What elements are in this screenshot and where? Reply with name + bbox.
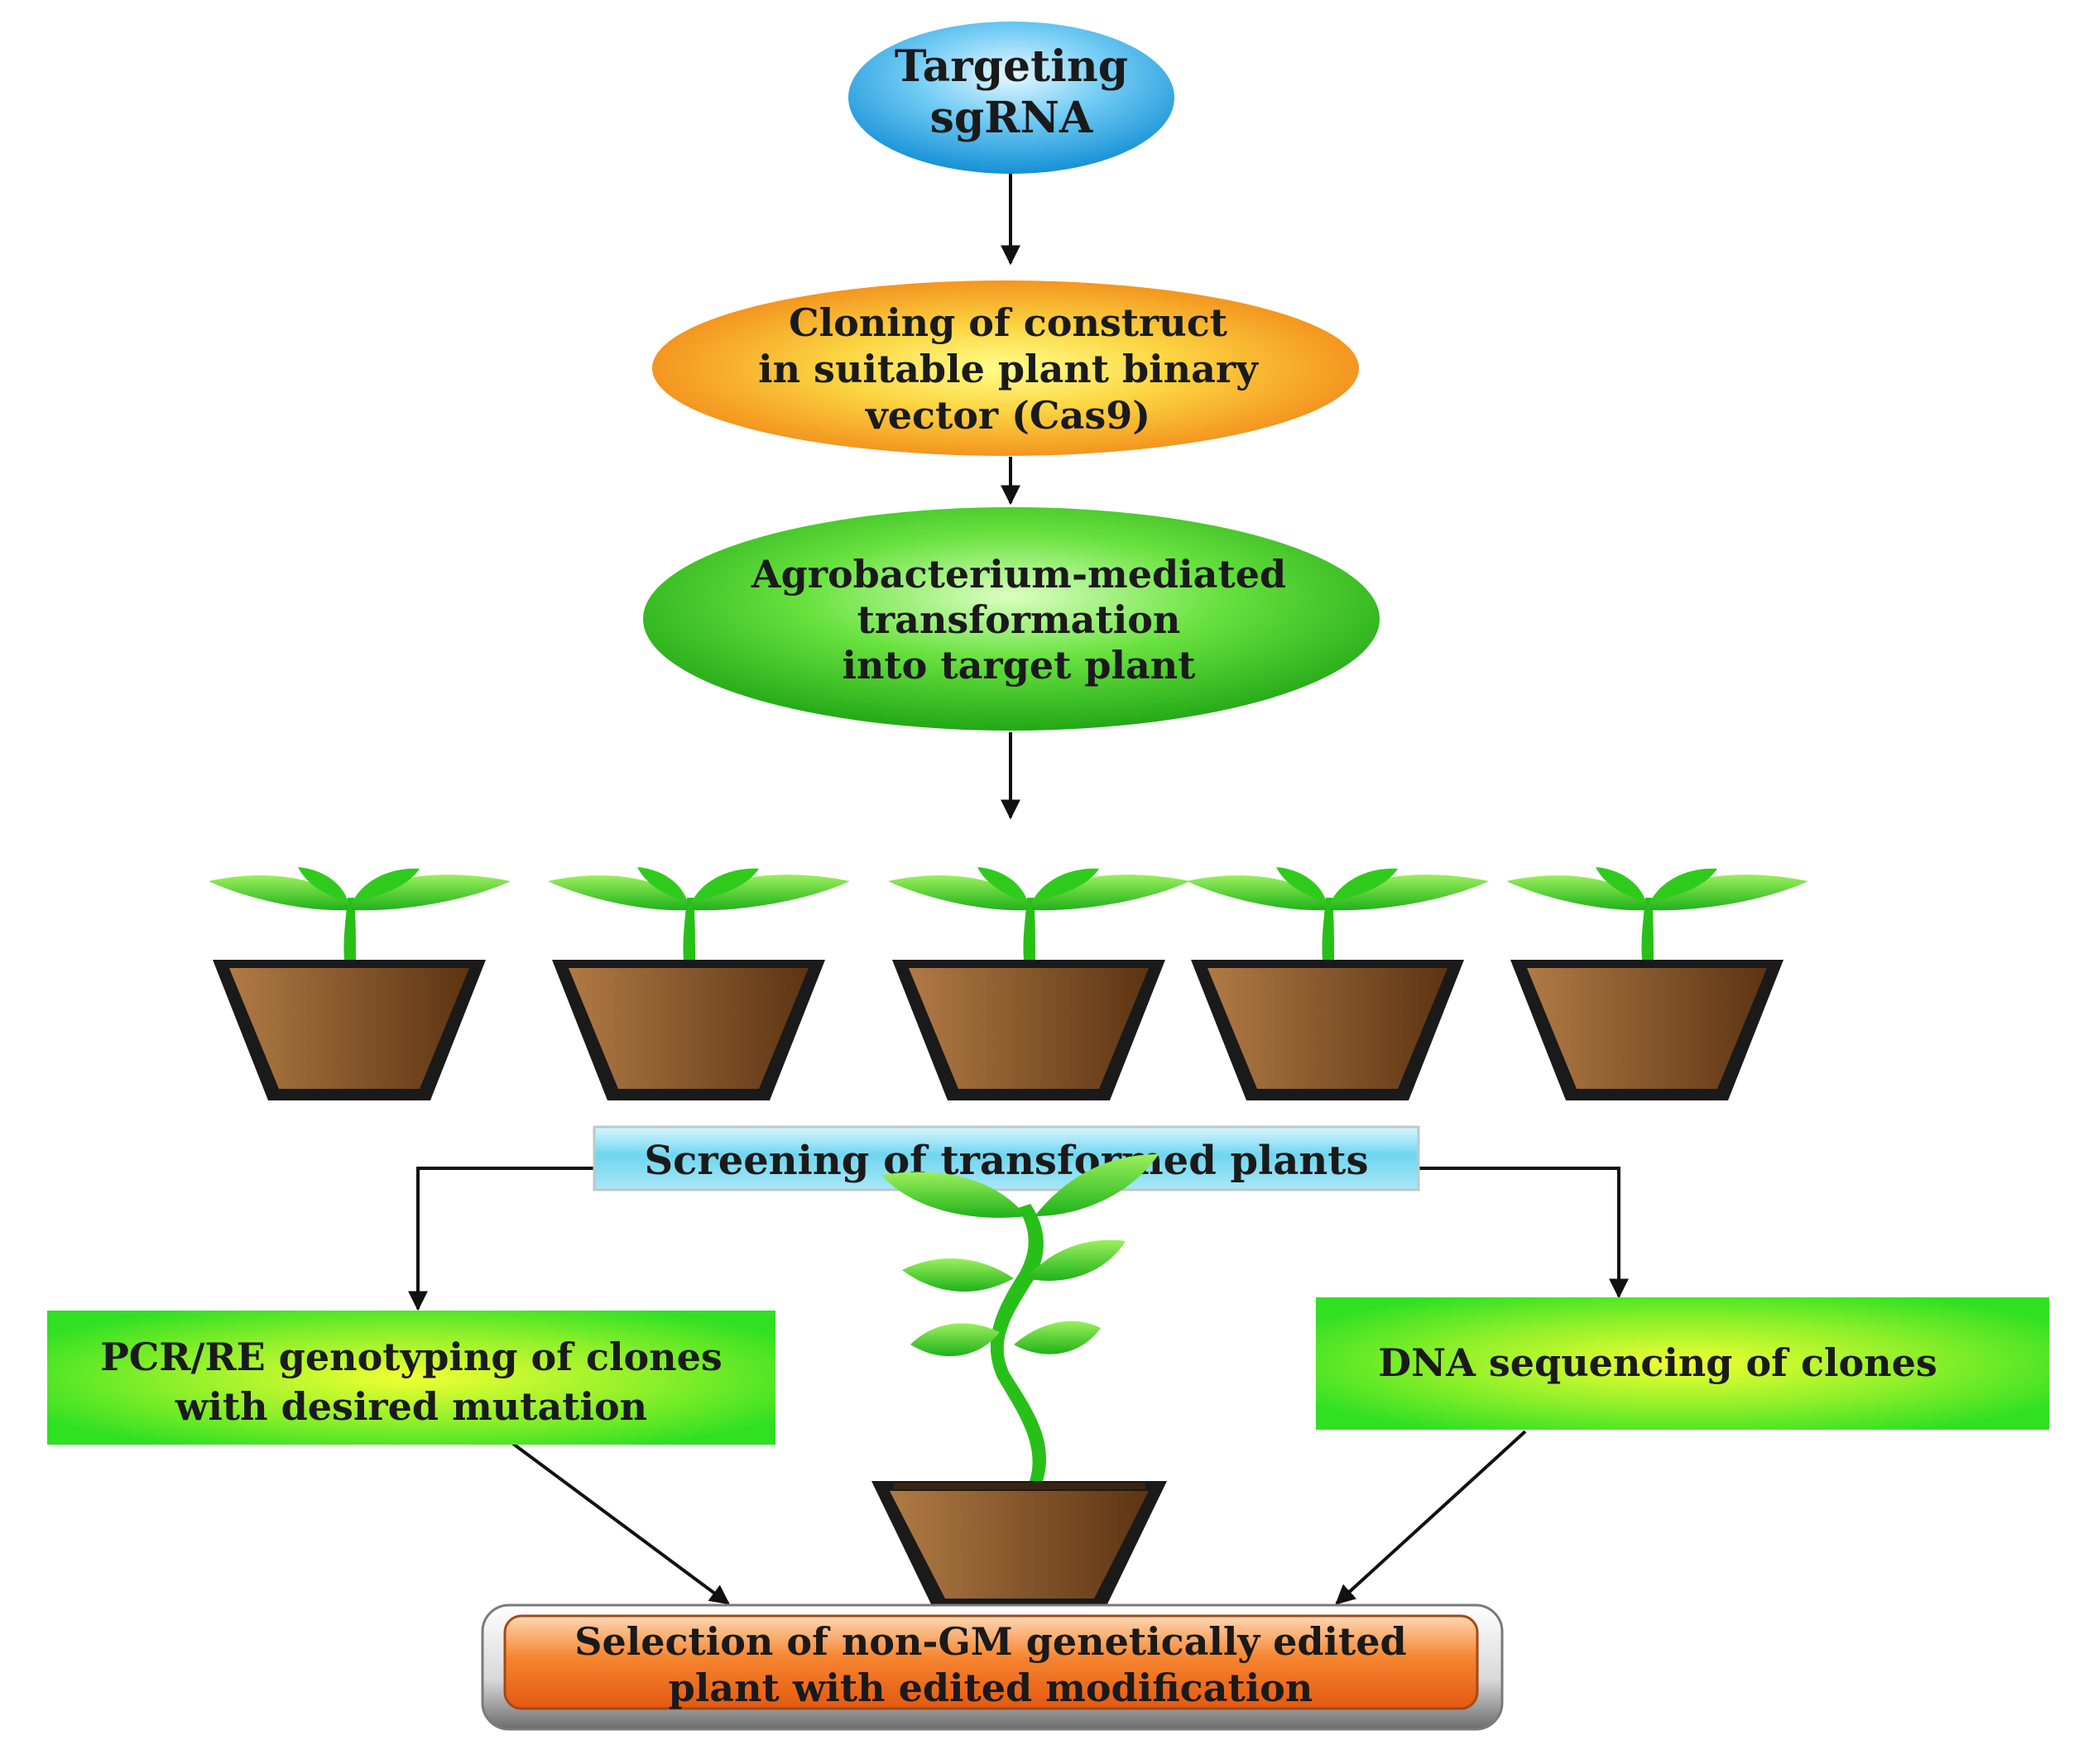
step-selection: Selection of non-GM genetically edited p…	[481, 1603, 1504, 1731]
arrow-screening-to-pcr	[408, 1167, 594, 1311]
arrow-dna-to-selection	[1335, 1430, 1527, 1605]
arrow-pcr-to-selection	[511, 1442, 730, 1605]
cloning-line2: in suitable plant binary	[758, 347, 1259, 391]
step-dna-sequencing: DNA sequencing of clones	[1316, 1297, 2049, 1430]
step-pcr-genotyping: PCR/RE genotyping of clones with desired…	[47, 1311, 775, 1445]
potted-seedling-icon	[209, 867, 511, 1100]
potted-seedling-icon	[1506, 867, 1808, 1100]
selection-line1: Selection of non-GM genetically edited	[574, 1619, 1406, 1664]
potted-seedling-icon	[1187, 867, 1489, 1100]
connectors	[408, 174, 1629, 1605]
potted-seedling-icon	[548, 867, 850, 1100]
step-agrobacterium: Agrobacterium-mediated transformation in…	[643, 507, 1380, 731]
step-screening: Screening of transformed plants	[593, 1125, 1420, 1191]
potted-seedling-icon	[888, 867, 1190, 1100]
agro-line1: Agrobacterium-mediated	[751, 552, 1286, 597]
seedling-row	[209, 867, 1808, 1100]
pcr-line2: with desired mutation	[175, 1384, 647, 1429]
agro-line3: into target plant	[843, 643, 1197, 688]
targeting-line2: sgRNA	[930, 93, 1093, 143]
step-targeting-sgrna: Targeting sgRNA	[848, 22, 1174, 174]
potted-plant-icon	[871, 1154, 1167, 1609]
cloning-line3: vector (Cas9)	[865, 393, 1150, 438]
dna-label: DNA sequencing of clones	[1378, 1340, 1937, 1385]
pcr-line1: PCR/RE genotyping of clones	[100, 1335, 723, 1379]
selection-line2: plant with edited modification	[669, 1666, 1313, 1710]
arrow-screening-to-dna	[1419, 1167, 1629, 1299]
agro-line2: transformation	[857, 597, 1181, 642]
screening-label: Screening of transformed plants	[645, 1138, 1369, 1184]
cloning-line1: Cloning of construct	[789, 300, 1228, 345]
targeting-line1: Targeting	[895, 41, 1128, 92]
step-cloning: Cloning of construct in suitable plant b…	[652, 280, 1359, 456]
